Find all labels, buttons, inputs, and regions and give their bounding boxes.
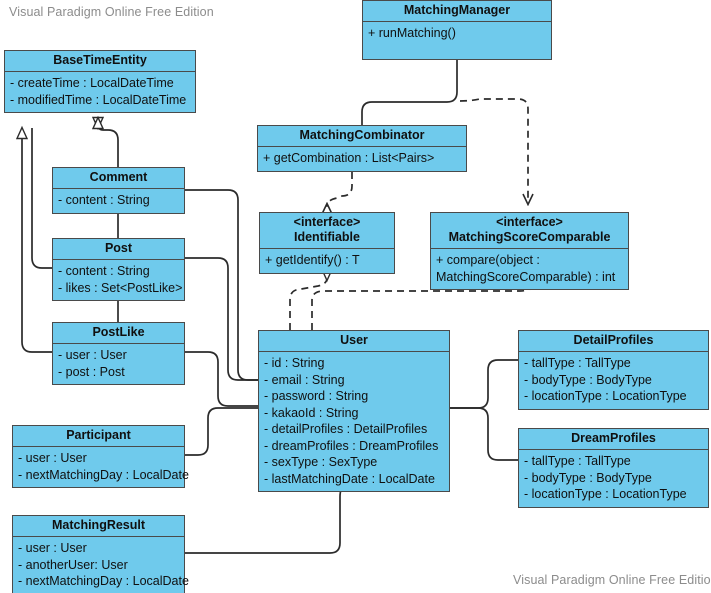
class-identifiable-stereotype: <interface> <box>293 215 361 229</box>
class-user[interactable]: User - id : String - email : String - pa… <box>258 330 450 492</box>
attribute-row: - locationType : LocationType <box>524 389 687 403</box>
attribute-row: - user : User <box>18 541 87 555</box>
attribute-row: - sexType : SexType <box>264 455 378 469</box>
class-postlike[interactable]: PostLike - user : User - post : Post <box>52 322 185 385</box>
edge-participant-user <box>185 407 258 456</box>
edge-postlike-basetimeentity <box>22 128 52 353</box>
attribute-row: - id : String <box>264 356 325 370</box>
attribute-row: - email : String <box>264 372 345 387</box>
class-matchingcombinator-title: MatchingCombinator <box>258 126 466 147</box>
class-matchingcombinator[interactable]: MatchingCombinator + getCombination : Li… <box>257 125 467 172</box>
edge-user-identifiable <box>289 278 327 330</box>
class-identifiable-name: Identifiable <box>294 230 360 244</box>
class-postlike-title: PostLike <box>53 323 184 344</box>
class-user-attributes: - id : String - email : String - passwor… <box>259 352 449 491</box>
attribute-row: - bodyType : BodyType <box>524 470 652 485</box>
watermark-top: Visual Paradigm Online Free Edition <box>9 5 214 19</box>
attribute-row: - content : String <box>58 264 150 278</box>
class-matchingmanager[interactable]: MatchingManager + runMatching() <box>362 0 552 60</box>
class-identifiable[interactable]: <interface> Identifiable + getIdentify()… <box>259 212 395 274</box>
attribute-row: - dreamProfiles : DreamProfiles <box>264 438 439 453</box>
attribute-row: - anotherUser: User <box>18 557 128 572</box>
class-matchingcombinator-attributes: + getCombination : List<Pairs> <box>258 147 466 171</box>
edge-comment-basetimeentity-arrow <box>98 118 118 167</box>
attribute-row: - bodyType : BodyType <box>524 372 652 387</box>
class-dreamprofiles[interactable]: DreamProfiles - tallType : TallType - bo… <box>518 428 709 508</box>
class-identifiable-title: <interface> Identifiable <box>260 213 394 249</box>
class-comment-attributes: - content : String <box>53 189 184 213</box>
attribute-row: - likes : Set<PostLike> <box>58 280 183 295</box>
class-detailprofiles-title: DetailProfiles <box>519 331 708 352</box>
edge-user-detailprofiles <box>450 359 518 409</box>
class-post-attributes: - content : String - likes : Set<PostLik… <box>53 260 184 300</box>
class-matchingscorecomparable-title: <interface> MatchingScoreComparable <box>431 213 628 249</box>
attribute-row: - modifiedTime : LocalDateTime <box>10 92 187 107</box>
class-identifiable-attributes: + getIdentify() : T <box>260 249 394 273</box>
edge-comment-basetimeentity <box>98 118 119 167</box>
attribute-row: + getIdentify() : T <box>265 253 360 267</box>
class-participant-attributes: - user : User - nextMatchingDay : LocalD… <box>13 447 189 487</box>
attribute-row: - tallType : TallType <box>524 356 631 370</box>
watermark-bottom: Visual Paradigm Online Free Edition <box>513 573 711 587</box>
class-participant[interactable]: Participant - user : User - nextMatching… <box>12 425 189 488</box>
edge-postlike-user <box>185 351 258 407</box>
edge-matchingresult-user <box>185 486 350 554</box>
class-comment-title: Comment <box>53 168 184 189</box>
class-matchingresult-attributes: - user : User - anotherUser: User - next… <box>13 537 189 593</box>
class-participant-title: Participant <box>13 426 184 447</box>
class-basetimeentity-title: BaseTimeEntity <box>5 51 195 72</box>
class-comment[interactable]: Comment - content : String <box>52 167 185 214</box>
attribute-row: - nextMatchingDay : LocalDate <box>18 467 189 482</box>
edge-user-dreamprofiles <box>450 407 518 461</box>
class-matchingresult-title: MatchingResult <box>13 516 184 537</box>
class-detailprofiles-attributes: - tallType : TallType - bodyType : BodyT… <box>519 352 708 409</box>
attribute-row: - tallType : TallType <box>524 454 631 468</box>
attribute-row: + runMatching() <box>368 26 456 40</box>
attribute-row: - password : String <box>264 389 369 403</box>
class-post[interactable]: Post - content : String - likes : Set<Po… <box>52 238 185 301</box>
class-user-title: User <box>259 331 449 352</box>
edge-user-matchingscorecomparable <box>311 285 530 330</box>
attribute-row: - lastMatchingDate : LocalDate <box>264 471 435 486</box>
class-matchingscorecomparable-stereotype: <interface> <box>496 215 563 229</box>
edge-matchingcombinator-identifiable <box>327 172 353 206</box>
attribute-row: - content : String <box>58 193 150 207</box>
class-detailprofiles[interactable]: DetailProfiles - tallType : TallType - b… <box>518 330 709 410</box>
edge-matchingmanager-matchingcombinator <box>361 60 458 125</box>
attribute-row: - detailProfiles : DetailProfiles <box>264 422 428 436</box>
attribute-row: - user : User <box>58 348 127 362</box>
attribute-row: - kakaoId : String <box>264 405 359 420</box>
attribute-row: - post : Post <box>58 364 125 379</box>
attribute-row: - user : User <box>18 451 87 465</box>
edge-matchingmanager-matchingscorecomparable <box>459 98 528 204</box>
class-matchingmanager-attributes: + runMatching() <box>363 22 551 46</box>
class-dreamprofiles-title: DreamProfiles <box>519 429 708 450</box>
class-matchingscorecomparable-name: MatchingScoreComparable <box>448 230 611 244</box>
edge-comment-user <box>185 189 258 381</box>
class-postlike-attributes: - user : User - post : Post <box>53 344 184 384</box>
class-basetimeentity[interactable]: BaseTimeEntity - createTime : LocalDateT… <box>4 50 196 113</box>
class-dreamprofiles-attributes: - tallType : TallType - bodyType : BodyT… <box>519 450 708 507</box>
class-matchingscorecomparable-attributes: + compare(object : MatchingScoreComparab… <box>431 249 628 289</box>
attribute-row: - locationType : LocationType <box>524 487 687 501</box>
attribute-row: - nextMatchingDay : LocalDate <box>18 574 189 588</box>
edge-post-basetimeentity <box>31 128 52 269</box>
attribute-row: + compare(object : MatchingScoreComparab… <box>436 253 616 284</box>
class-matchingmanager-title: MatchingManager <box>363 1 551 22</box>
class-matchingresult[interactable]: MatchingResult - user : User - anotherUs… <box>12 515 189 593</box>
class-basetimeentity-attributes: - createTime : LocalDateTime - modifiedT… <box>5 72 195 112</box>
class-matchingscorecomparable[interactable]: <interface> MatchingScoreComparable + co… <box>430 212 629 290</box>
class-post-title: Post <box>53 239 184 260</box>
attribute-row: + getCombination : List<Pairs> <box>263 151 435 165</box>
edge-post-user <box>185 257 258 381</box>
attribute-row: - createTime : LocalDateTime <box>10 76 174 90</box>
